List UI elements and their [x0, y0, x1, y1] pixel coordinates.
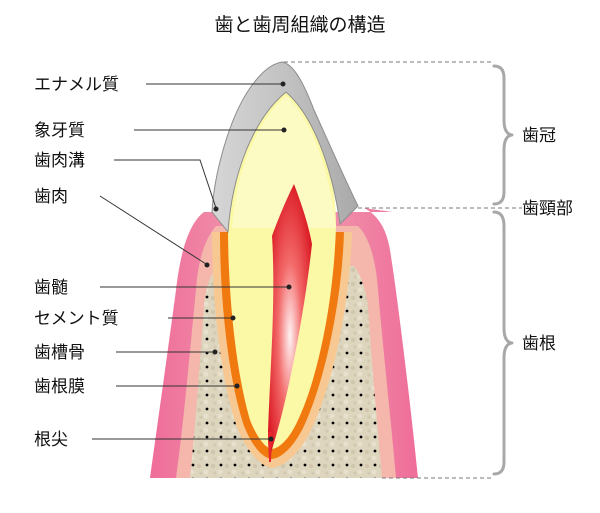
label-neck: 歯頸部	[522, 199, 573, 219]
dentin-crown-shape	[232, 96, 336, 228]
pointer-alveolar-bone	[212, 349, 218, 355]
label-cementum: セメント質	[34, 309, 119, 329]
pointer-enamel	[280, 81, 286, 87]
label-alveolar-bone: 歯槽骨	[34, 343, 85, 363]
leader-gingiva	[99, 195, 207, 265]
label-pdl: 歯根膜	[34, 377, 85, 397]
pulp-shape	[268, 184, 312, 460]
pointer-pdl	[234, 383, 240, 389]
label-apex: 根尖	[34, 430, 68, 450]
pointer-pulp	[286, 284, 292, 290]
pointer-gingiva	[204, 262, 210, 268]
label-pulp: 歯髄	[34, 278, 68, 298]
pointer-dentin	[281, 127, 287, 133]
label-dentin: 象牙質	[34, 121, 85, 141]
label-sulcus: 歯肉溝	[34, 151, 85, 171]
pointer-cementum	[230, 315, 236, 321]
label-root: 歯根	[522, 334, 556, 354]
diagram-title: 歯と歯周組織の構造	[214, 14, 385, 36]
pointer-sulcus	[213, 206, 219, 212]
brace-root	[492, 210, 514, 476]
brace-crown	[492, 64, 514, 206]
pointer-apex	[268, 436, 274, 442]
label-gingiva: 歯肉	[34, 187, 68, 207]
label-enamel: エナメル質	[34, 75, 119, 95]
label-crown: 歯冠	[522, 126, 556, 146]
enamel-shape	[211, 61, 359, 234]
leader-sulcus	[114, 159, 217, 209]
